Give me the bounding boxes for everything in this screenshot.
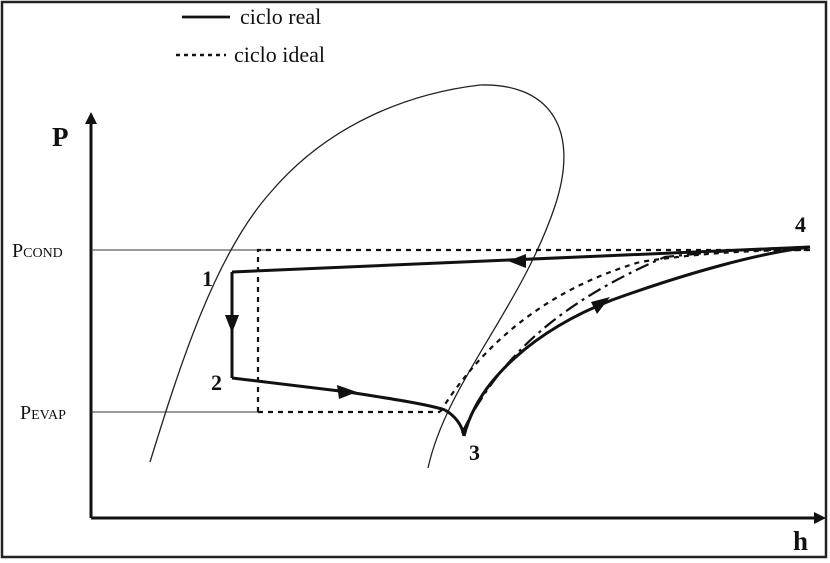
pressure-axis-label: P — [52, 122, 69, 152]
evaporation-arrow-icon — [337, 385, 357, 399]
compression-arrow-icon — [591, 297, 610, 314]
state-point-1: 1 — [202, 266, 213, 291]
real-superheat-line — [444, 408, 466, 437]
real-compression-dashdot — [461, 245, 811, 434]
real-compression-line — [462, 245, 811, 437]
legend-real-label: ciclo real — [240, 4, 321, 29]
legend: ciclo real ciclo ideal — [176, 4, 325, 67]
ideal-cycle — [256, 248, 811, 414]
saturation-dome — [149, 84, 565, 469]
pcond-label: PCOND — [12, 240, 63, 262]
expansion-arrow-icon — [225, 315, 239, 333]
state-point-3: 3 — [469, 440, 480, 465]
ideal-cycle-upper — [256, 248, 810, 412]
condensation-arrow-icon — [508, 254, 526, 268]
enthalpy-axis-label: h — [793, 526, 808, 556]
ideal-compression-line — [439, 248, 811, 413]
real-cycle — [230, 245, 811, 437]
state-point-2: 2 — [211, 370, 222, 395]
legend-ideal-label: ciclo ideal — [234, 42, 325, 67]
state-point-4: 4 — [795, 212, 806, 237]
pevap-label: PEVAP — [20, 402, 66, 424]
